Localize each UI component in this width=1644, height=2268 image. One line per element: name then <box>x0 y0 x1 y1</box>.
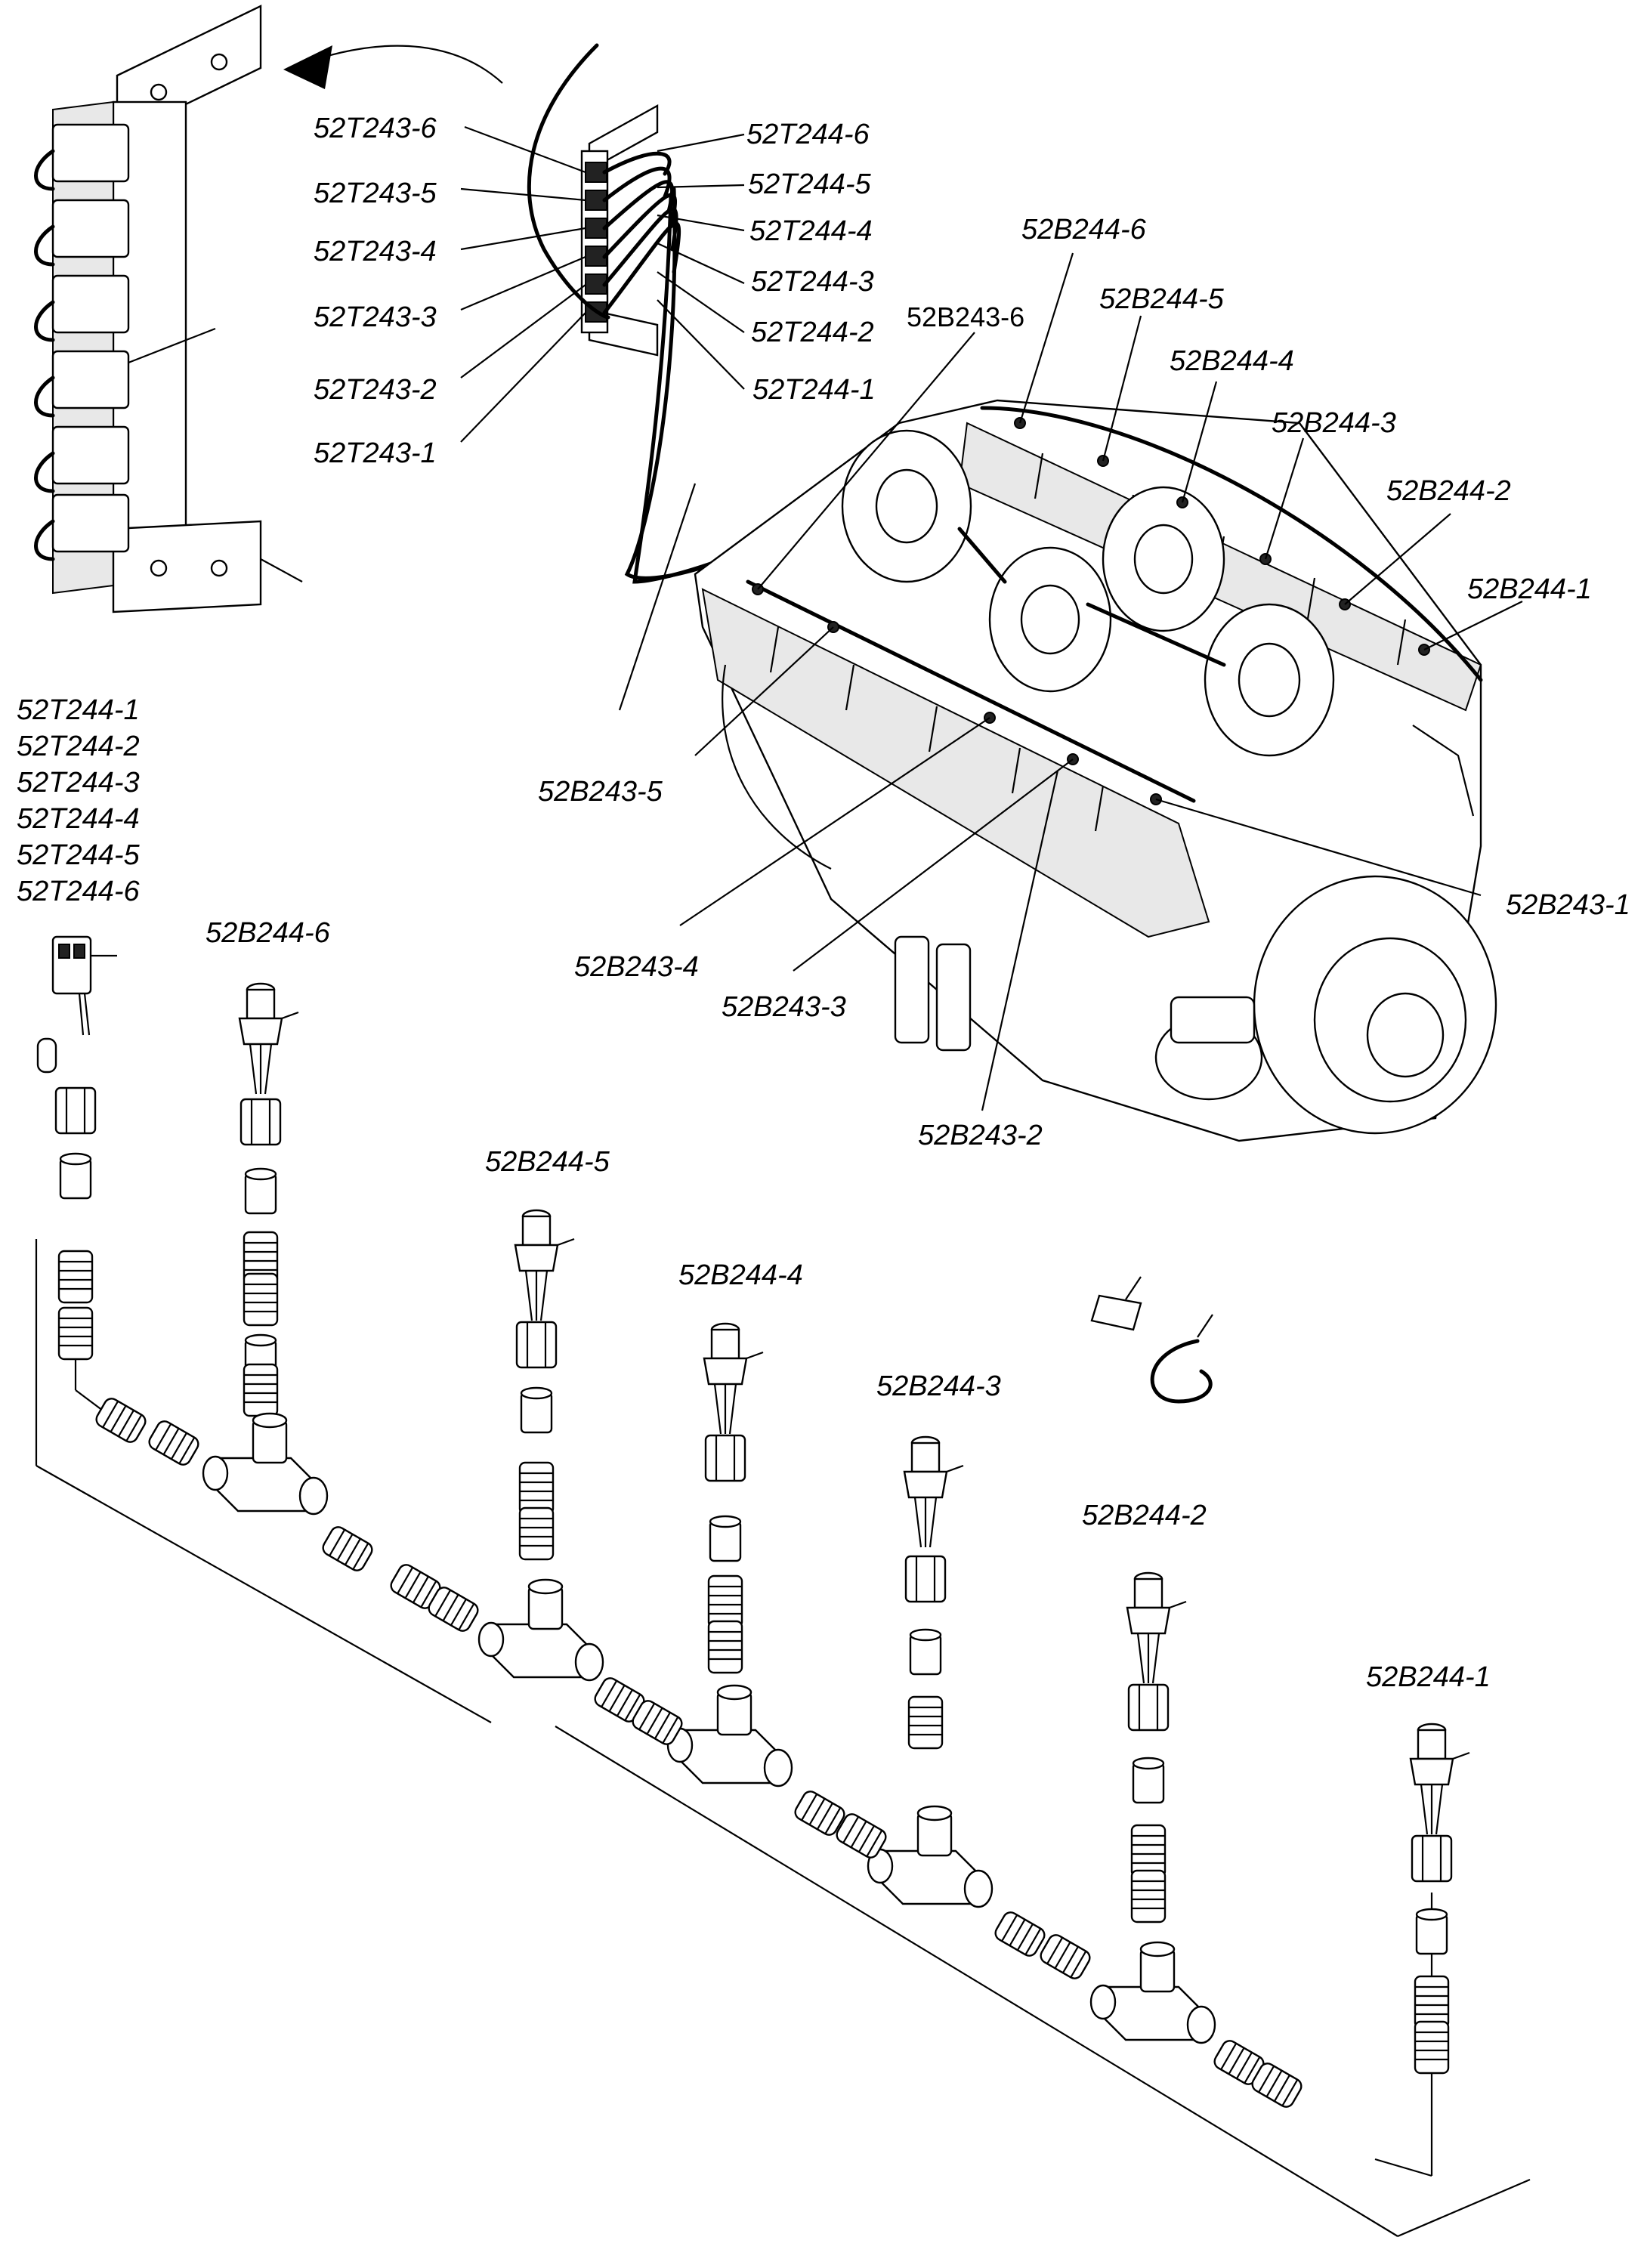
label-52B243-4-engine: 52B243-4 <box>574 951 699 983</box>
sensor-assembly-52B244-3 <box>867 1435 994 1908</box>
terminal-block-stack <box>34 123 130 561</box>
sensor-assembly-52B244-4 <box>666 1322 793 1788</box>
label-52B244-6-engine: 52B244-6 <box>1021 214 1147 246</box>
label-52T244-2: 52T244-2 <box>751 317 874 348</box>
curved-arrow <box>294 45 503 84</box>
sensor-assembly-52B244-6 <box>202 982 329 1516</box>
label-52B244-2-engine: 52B244-2 <box>1386 475 1511 507</box>
label-52T243-1: 52T243-1 <box>314 437 437 469</box>
connector-plug <box>36 935 117 1074</box>
leader-line <box>128 327 216 364</box>
t244-leaders <box>657 133 745 390</box>
label-52T243-3: 52T243-3 <box>314 301 437 333</box>
clip-parts <box>1090 1276 1213 1404</box>
arrow-head-icon <box>283 45 332 89</box>
label-52B243-6-engine: 52B243-6 <box>907 301 1024 332</box>
connector-list-item: 52T244-3 <box>17 767 140 799</box>
label-52B243-5-engine: 52B243-5 <box>538 776 663 808</box>
label-52T243-2: 52T243-2 <box>314 374 437 406</box>
label-52B244-4: 52B244-4 <box>678 1259 803 1291</box>
connector-list-item: 52T244-5 <box>17 839 141 871</box>
connector-list-item: 52T244-4 <box>17 803 140 835</box>
label-52B244-1: 52B244-1 <box>1366 1661 1491 1693</box>
connector-list-item: 52T244-1 <box>17 694 140 726</box>
label-52B244-6: 52B244-6 <box>206 917 331 949</box>
connector-list-item: 52T244-2 <box>17 731 140 762</box>
sensor-assembly-52B244-5 <box>477 1209 604 1682</box>
label-52B243-3-engine: 52B243-3 <box>722 991 846 1023</box>
label-52T244-3: 52T244-3 <box>751 266 874 298</box>
label-52T243-4: 52T243-4 <box>314 236 437 267</box>
terminal-rail-enlarged <box>34 5 303 613</box>
label-52B243-2-engine: 52B243-2 <box>918 1120 1043 1151</box>
label-52T243-5: 52T243-5 <box>314 178 437 209</box>
label-52B244-5-engine: 52B244-5 <box>1099 283 1225 315</box>
label-52B244-2: 52B244-2 <box>1082 1500 1207 1531</box>
label-52T244-4: 52T244-4 <box>749 215 873 247</box>
label-52B244-3-engine: 52B244-3 <box>1272 407 1396 439</box>
label-52T243-6: 52T243-6 <box>314 113 437 144</box>
engine-leaders <box>618 252 1523 1111</box>
label-52B244-3: 52B244-3 <box>876 1370 1001 1402</box>
sensor-assembly-52B244-2 <box>1089 1571 1216 2044</box>
sensor-assembly-52B244-1 <box>1409 1723 1470 2075</box>
connector-list: 52T244-1 52T244-2 52T244-3 52T244-4 52T2… <box>17 694 141 907</box>
label-52T244-1: 52T244-1 <box>752 374 876 406</box>
label-52T244-6: 52T244-6 <box>746 119 870 150</box>
label-52B244-1-engine: 52B244-1 <box>1467 573 1592 605</box>
connector-list-item: 52T244-6 <box>17 876 141 907</box>
t243-leaders <box>460 125 586 443</box>
label-52B243-1-engine: 52B243-1 <box>1506 889 1630 921</box>
label-52T244-5: 52T244-5 <box>748 168 872 200</box>
label-52B244-4-engine: 52B244-4 <box>1170 345 1294 377</box>
label-52B244-5: 52B244-5 <box>485 1146 610 1178</box>
engine-assembly <box>694 399 1497 1142</box>
